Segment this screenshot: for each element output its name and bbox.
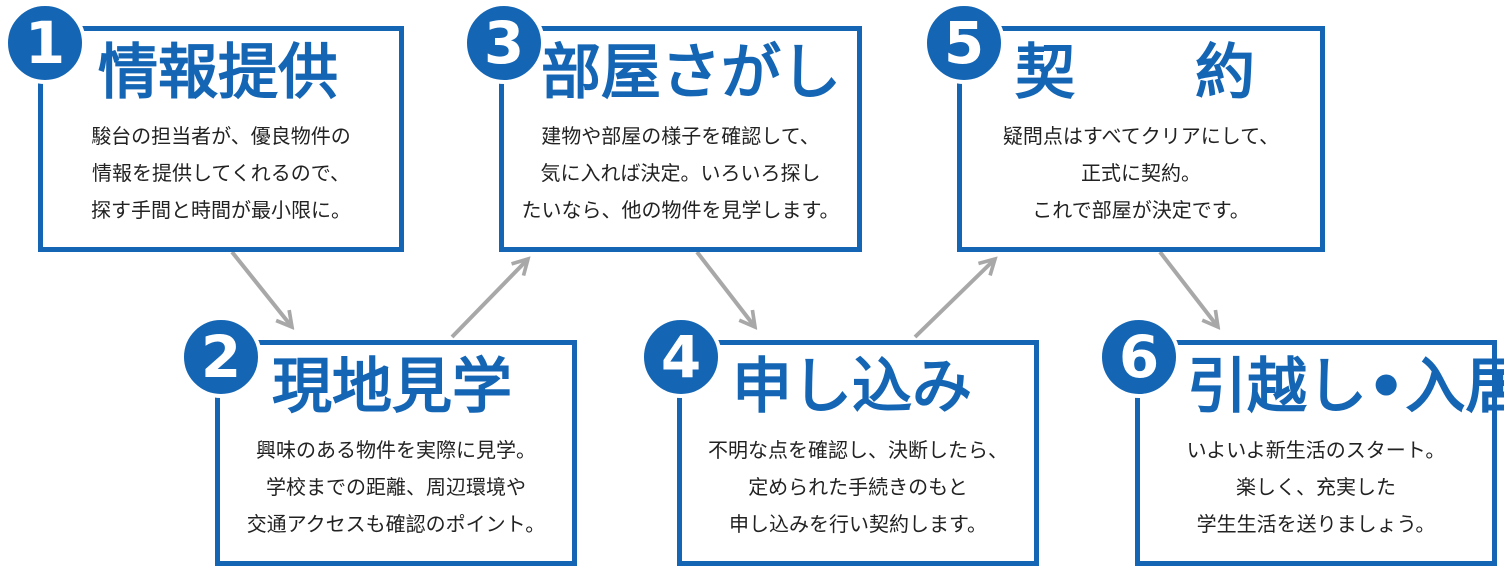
arrow-4-to-5 [913, 259, 995, 339]
step-6-number-badge: 6 [1098, 316, 1180, 398]
step-6-title: 引越し•入居 [1187, 352, 1504, 422]
step-4-desc-line: 不明な点を確認し、決断したら、 [708, 438, 1008, 462]
arrow-1-to-2 [230, 250, 292, 327]
step-3-desc-line: 建物や部屋の様子を確認して、 [541, 124, 820, 148]
step-1-desc-line: 駿台の担当者が、優良物件の [91, 124, 351, 148]
step-4-box [677, 340, 1039, 566]
step-3-desc-line: たいなら、他の物件を見学します。 [521, 198, 840, 222]
step-4-desc-line: 定められた手続きのもと [748, 475, 968, 499]
step-1-number-badge: 1 [4, 2, 86, 84]
step-1-desc-line: 情報を提供してくれるので、 [92, 161, 350, 185]
step-2: 現地見学 興味のある物件を実際に見学。 学校までの距離、周辺環境や 交通アクセス… [180, 316, 577, 566]
step-1-desc-line: 探す手間と時間が最小限に。 [91, 198, 351, 222]
step-2-desc-line: 興味のある物件を実際に見学。 [256, 438, 536, 462]
step-2-desc-line: 学校までの距離、周辺環境や [266, 475, 526, 499]
arrow-3-to-4 [695, 250, 755, 327]
step-5-title: 契 約 [1015, 38, 1255, 108]
step-4-number-badge: 4 [640, 316, 722, 398]
arrow-5-to-6 [1158, 250, 1218, 327]
step-2-description: 興味のある物件を実際に見学。 学校までの距離、周辺環境や 交通アクセスも確認のポ… [215, 432, 577, 543]
step-4-desc-line: 申し込みを行い契約します。 [729, 512, 987, 536]
step-6-desc-line: 学生生活を送りましょう。 [1196, 512, 1436, 536]
step-2-box [215, 340, 577, 566]
step-4: 申し込み 不明な点を確認し、決断したら、 定められた手続きのもと 申し込みを行い… [640, 316, 1039, 566]
step-4-description: 不明な点を確認し、決断したら、 定められた手続きのもと 申し込みを行い契約します… [677, 432, 1039, 543]
step-6-description: いよいよ新生活のスタート。 楽しく、充実した 学生生活を送りましょう。 [1135, 432, 1497, 543]
step-5-description: 疑問点はすべてクリアにして、 正式に契約。 これで部屋が決定です。 [957, 118, 1325, 229]
step-3-number-badge: 3 [463, 2, 545, 84]
step-4-title: 申し込み [732, 352, 972, 422]
step-3-desc-line: 気に入れば決定。いろいろ探し [540, 161, 821, 185]
step-3-title: 部屋さがし [541, 38, 841, 108]
step-3: 部屋さがし 建物や部屋の様子を確認して、 気に入れば決定。いろいろ探し たいなら… [463, 2, 862, 252]
step-3-box [499, 26, 862, 252]
step-2-desc-line: 交通アクセスも確認のポイント。 [246, 512, 546, 536]
step-5-desc-line: 正式に契約。 [1081, 161, 1201, 185]
step-5-desc-line: これで部屋が決定です。 [1032, 198, 1250, 222]
step-1-title: 情報提供 [98, 38, 338, 108]
step-2-title: 現地見学 [272, 352, 512, 422]
step-6-desc-line: いよいよ新生活のスタート。 [1186, 438, 1446, 462]
step-2-number-badge: 2 [180, 316, 262, 398]
step-3-description: 建物や部屋の様子を確認して、 気に入れば決定。いろいろ探し たいなら、他の物件を… [499, 118, 862, 229]
step-1: 情報提供 駿台の担当者が、優良物件の 情報を提供してくれるので、 探す手間と時間… [4, 2, 404, 252]
step-5-desc-line: 疑問点はすべてクリアにして、 [1002, 124, 1280, 148]
step-5: 契 約 疑問点はすべてクリアにして、 正式に契約。 これで部屋が決定です。 5 [923, 2, 1325, 252]
step-5-box [957, 26, 1325, 252]
step-1-description: 駿台の担当者が、優良物件の 情報を提供してくれるので、 探す手間と時間が最小限に… [38, 118, 404, 229]
step-6-box [1135, 340, 1497, 566]
step-5-number-badge: 5 [923, 2, 1005, 84]
step-6: 引越し•入居 いよいよ新生活のスタート。 楽しく、充実した 学生生活を送りましょ… [1098, 316, 1504, 566]
step-6-desc-line: 楽しく、充実した [1236, 475, 1396, 499]
arrow-2-to-3 [450, 259, 528, 339]
step-1-box [38, 26, 404, 252]
